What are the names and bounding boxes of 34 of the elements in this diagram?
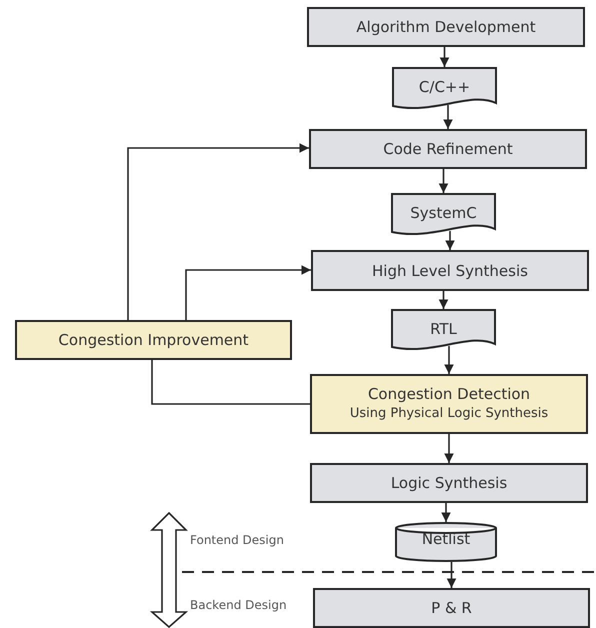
node-label: Logic Synthesis — [390, 473, 508, 493]
arrow — [446, 562, 456, 588]
process-box — [310, 463, 588, 503]
arrow — [444, 434, 454, 463]
process-box — [313, 588, 590, 628]
node-label: C/C++ — [418, 77, 470, 97]
node-label: SystemC — [410, 203, 477, 223]
side-label: Backend Design — [190, 598, 287, 612]
process-box — [15, 320, 292, 360]
process-box — [311, 250, 589, 291]
side-label: Fontend Design — [190, 533, 284, 547]
node-label: Congestion Detection — [368, 384, 530, 404]
process-box — [310, 374, 588, 434]
arrow — [185, 265, 311, 320]
node-label: P & R — [431, 598, 472, 618]
arrow — [438, 169, 448, 193]
node-label: High Level Synthesis — [372, 260, 528, 280]
arrow — [127, 143, 309, 320]
node-label: Algorithm Development — [356, 17, 536, 37]
arrow — [438, 291, 448, 309]
node-label: Netlist — [422, 529, 470, 549]
process-box — [307, 7, 585, 47]
node-label: RTL — [430, 319, 457, 339]
node-label: Using Physical Logic Synthesis — [350, 405, 548, 423]
arrow — [444, 346, 454, 374]
node-label: Congestion Improvement — [58, 330, 249, 350]
process-box — [309, 129, 587, 169]
arrow — [445, 231, 455, 250]
node-label: Code Refinement — [383, 139, 513, 159]
arrow — [443, 105, 453, 129]
database-cylinder — [395, 522, 497, 562]
arrow — [441, 503, 451, 522]
connector-line — [151, 360, 310, 405]
arrow — [440, 47, 450, 67]
